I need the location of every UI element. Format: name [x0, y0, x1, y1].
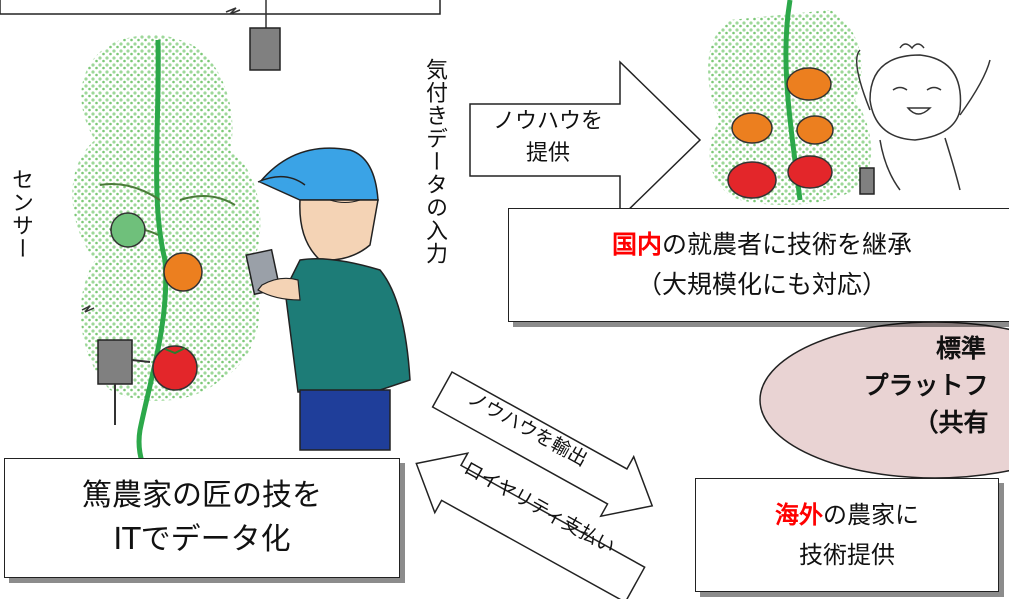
left-plant-stem [136, 39, 169, 502]
overseas-box: 海外の農家に 技術提供 [695, 478, 999, 592]
domestic-text: の就農者に技術を継承 [662, 230, 913, 259]
platform-text: 標準 プラットフ （共有 [863, 334, 989, 437]
right-sensor-icon [859, 167, 875, 195]
provide-knowhow-text: ノウハウを 提供 [492, 109, 603, 166]
data-input-label: 気付きデータの入力 [422, 58, 447, 265]
domestic-sub: （大規模化にも対応） [636, 270, 887, 299]
sensor-label: センサー [8, 168, 33, 260]
domestic-box: 国内の就農者に技術を継承 （大規模化にも対応） [508, 208, 1009, 322]
green-tomato-icon [110, 212, 146, 248]
hanging-sensor-icon [249, 27, 281, 71]
royalty-arrow [415, 452, 646, 599]
farmer-figure [245, 147, 411, 451]
orange-tomato-icon [163, 252, 203, 292]
master-farmer-box: 篤農家の匠の技を ITでデータ化 [4, 458, 400, 578]
overseas-highlight: 海外 [775, 501, 823, 529]
red-tomato-icon [152, 345, 198, 391]
overseas-sub: 技術提供 [799, 541, 895, 569]
happy-person-sketch [855, 43, 991, 191]
signal-icon-2 [81, 305, 95, 313]
export-arrow [431, 370, 654, 518]
signal-icon [225, 7, 241, 15]
ground-sensor-icon [97, 339, 133, 385]
top-box-remnant [0, 0, 441, 15]
right-red-tomato-icon [727, 161, 777, 199]
domestic-highlight: 国内 [611, 230, 662, 259]
provide-knowhow-arrow [469, 60, 702, 220]
left-plant-foliage [72, 34, 261, 401]
